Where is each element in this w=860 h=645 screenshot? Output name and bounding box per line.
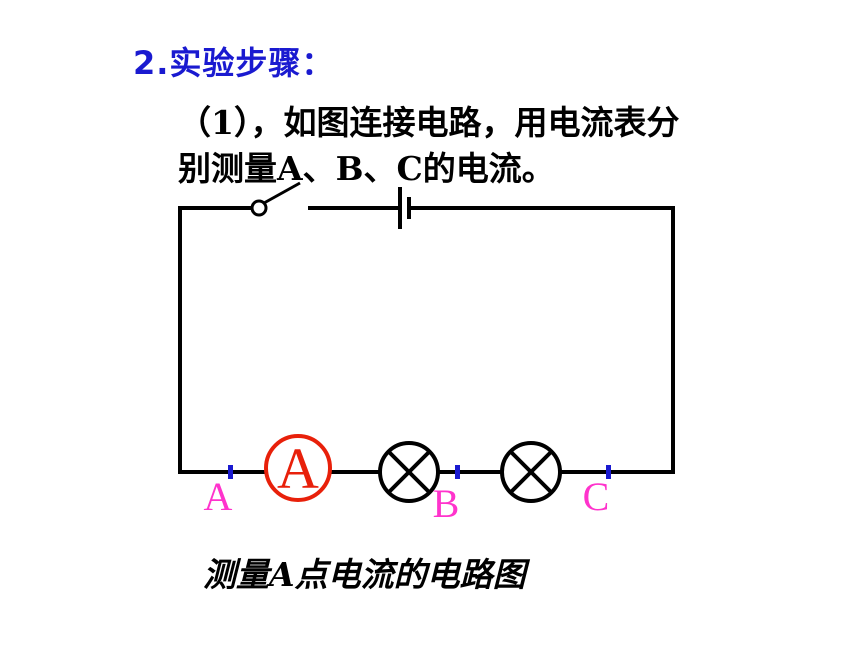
- point-c-marker: [606, 465, 611, 479]
- switch-symbol: [250, 181, 301, 217]
- point-b-label: B: [433, 481, 460, 526]
- lamp-2: [500, 441, 562, 503]
- lamp-1: [378, 441, 440, 503]
- step-instruction: （1），如图连接电路，用电流表分 别测量A、B、C的电流。: [178, 100, 788, 192]
- point-a-marker: [228, 465, 233, 479]
- point-c-label: C: [583, 474, 610, 519]
- ammeter-symbol: A: [264, 434, 332, 502]
- point-a-label: A: [204, 474, 233, 519]
- point-b-marker: [455, 465, 460, 479]
- step-line-2: 别测量A、B、C的电流。: [178, 149, 555, 188]
- section-heading: 2.实验步骤：: [133, 44, 335, 82]
- step-line-1: （1），如图连接电路，用电流表分: [178, 103, 680, 142]
- diagram-caption: 测量A点电流的电路图: [203, 555, 526, 594]
- ammeter-label: A: [277, 436, 319, 501]
- battery-symbol: [398, 187, 411, 229]
